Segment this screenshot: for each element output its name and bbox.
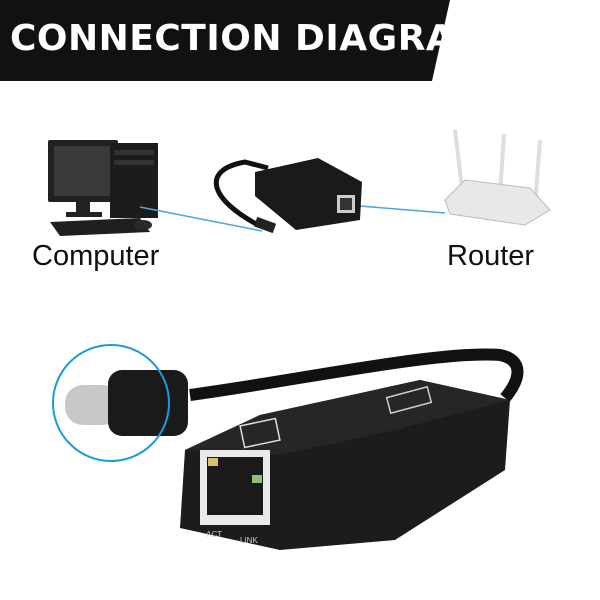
- highlight-circle: [52, 344, 170, 462]
- act-label: ACT: [206, 530, 222, 539]
- adapter-large-icon: [65, 348, 524, 550]
- link-label: LINK: [240, 536, 258, 545]
- adapter-small-icon: [213, 158, 362, 234]
- router-icon: [444, 129, 551, 226]
- banner-title: CONNECTION DIAGRAM: [10, 18, 491, 59]
- computer-icon: [48, 140, 158, 236]
- title-banner: [0, 0, 450, 81]
- computer-label: Computer: [32, 240, 160, 272]
- router-label: Router: [447, 240, 535, 272]
